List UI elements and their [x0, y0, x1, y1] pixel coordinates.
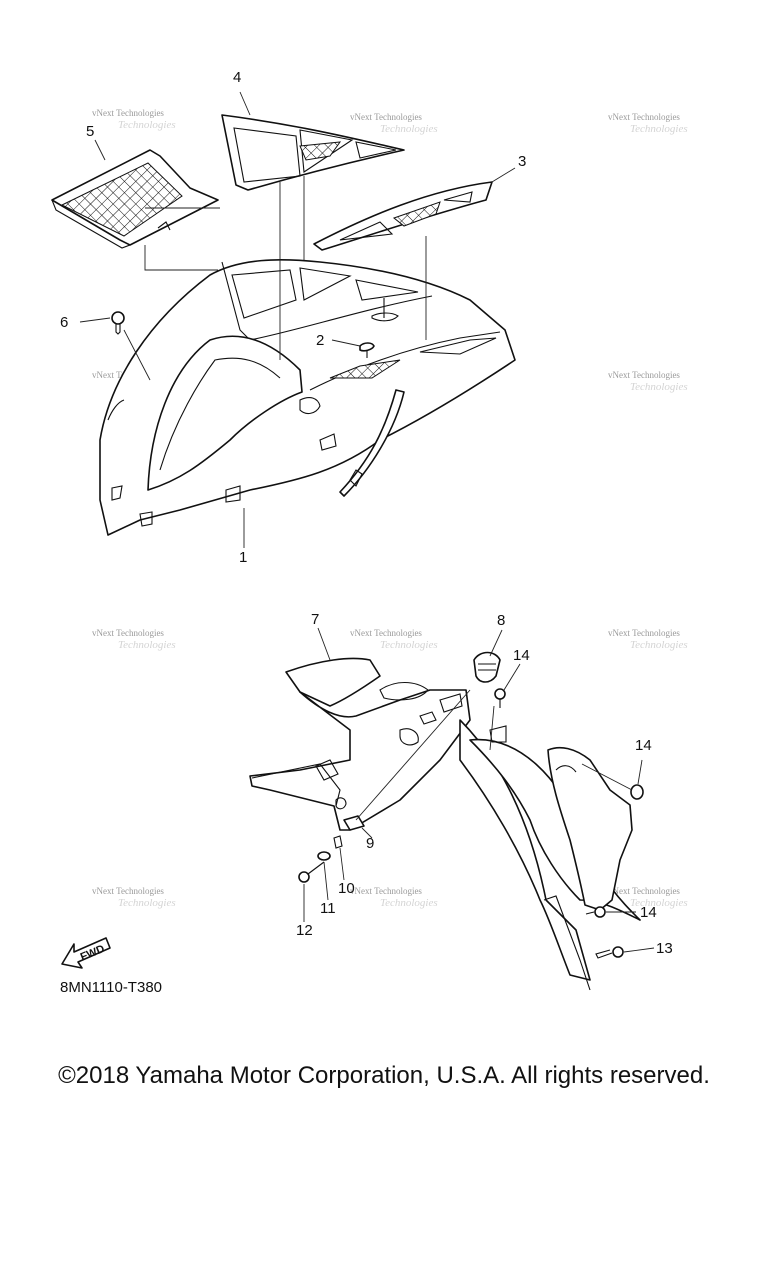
part-9-nut-clip[interactable] [343, 815, 365, 831]
svg-text:Technologies: Technologies [380, 639, 438, 651]
svg-text:Technologies: Technologies [630, 123, 688, 135]
callout-8: 8 [497, 612, 505, 629]
lower-leader-lines [303, 627, 655, 953]
callout-12: 12 [296, 922, 313, 939]
part-12-bolt[interactable] [298, 861, 325, 883]
svg-text:vNext Technologies: vNext Technologies [92, 886, 164, 896]
part-11-collar[interactable] [317, 851, 331, 861]
svg-text:vNext Technologies: vNext Technologies [350, 886, 422, 896]
svg-text:Technologies: Technologies [380, 897, 438, 909]
part-6-screw[interactable] [111, 311, 125, 335]
callout-13: 13 [656, 940, 673, 957]
diagram-code: 8MN1110-T380 [60, 979, 162, 996]
svg-text:Technologies: Technologies [118, 639, 176, 651]
callout-14-top: 14 [513, 647, 530, 664]
svg-text:vNext Technologies: vNext Technologies [92, 108, 164, 118]
inner-fender[interactable] [459, 719, 641, 991]
callout-4: 4 [233, 69, 241, 86]
callout-6: 6 [60, 314, 68, 331]
callout-7: 7 [311, 611, 319, 628]
svg-text:vNext Technologies: vNext Technologies [92, 628, 164, 638]
svg-text:vNext Technologies: vNext Technologies [608, 886, 680, 896]
callout-labels: 4 5 3 6 2 1 7 8 14 14 14 13 9 10 11 12 [60, 69, 673, 957]
part-1-front-cowl[interactable] [99, 259, 516, 536]
upper-leader-lines [79, 91, 516, 548]
part-3-side-panel[interactable] [313, 181, 493, 251]
part-8-grommet[interactable] [473, 651, 501, 683]
callout-9: 9 [366, 835, 374, 852]
part-13-screw[interactable] [595, 946, 624, 959]
svg-text:Technologies: Technologies [630, 639, 688, 651]
part-14-rivet-right[interactable] [630, 784, 644, 800]
svg-text:vNext Technologies: vNext Technologies [608, 628, 680, 638]
part-5-grille-cover[interactable] [51, 149, 219, 249]
part-10-washer[interactable] [333, 835, 343, 849]
svg-text:vNext Technologies: vNext Technologies [608, 112, 680, 122]
svg-text:vNext Technologies: vNext Technologies [608, 370, 680, 380]
callout-2: 2 [316, 332, 324, 349]
svg-text:Technologies: Technologies [118, 119, 176, 131]
copyright-notice: ©2018 Yamaha Motor Corporation, U.S.A. A… [58, 1062, 710, 1089]
part-2-clip[interactable] [359, 342, 375, 358]
callout-14-lower: 14 [640, 904, 657, 921]
part-4-upper-panel[interactable] [221, 114, 405, 191]
callout-11: 11 [320, 900, 336, 917]
callout-1: 1 [239, 549, 247, 566]
callout-3: 3 [518, 153, 526, 170]
svg-text:vNext Technologies: vNext Technologies [350, 628, 422, 638]
svg-text:Technologies: Technologies [380, 123, 438, 135]
callout-14-right: 14 [635, 737, 652, 754]
callout-10: 10 [338, 880, 355, 897]
svg-text:Technologies: Technologies [630, 897, 688, 909]
fwd-arrow-icon: FWD [61, 937, 111, 969]
svg-text:Technologies: Technologies [118, 897, 176, 909]
svg-text:FWD: FWD [79, 943, 107, 964]
part-14-rivet-top[interactable] [494, 688, 506, 708]
callout-5: 5 [86, 123, 94, 140]
svg-text:Technologies: Technologies [630, 381, 688, 393]
svg-text:vNext Technologies: vNext Technologies [350, 112, 422, 122]
part-14-rivet-lower[interactable] [585, 906, 606, 918]
part-7-inner-panel[interactable] [249, 657, 471, 831]
